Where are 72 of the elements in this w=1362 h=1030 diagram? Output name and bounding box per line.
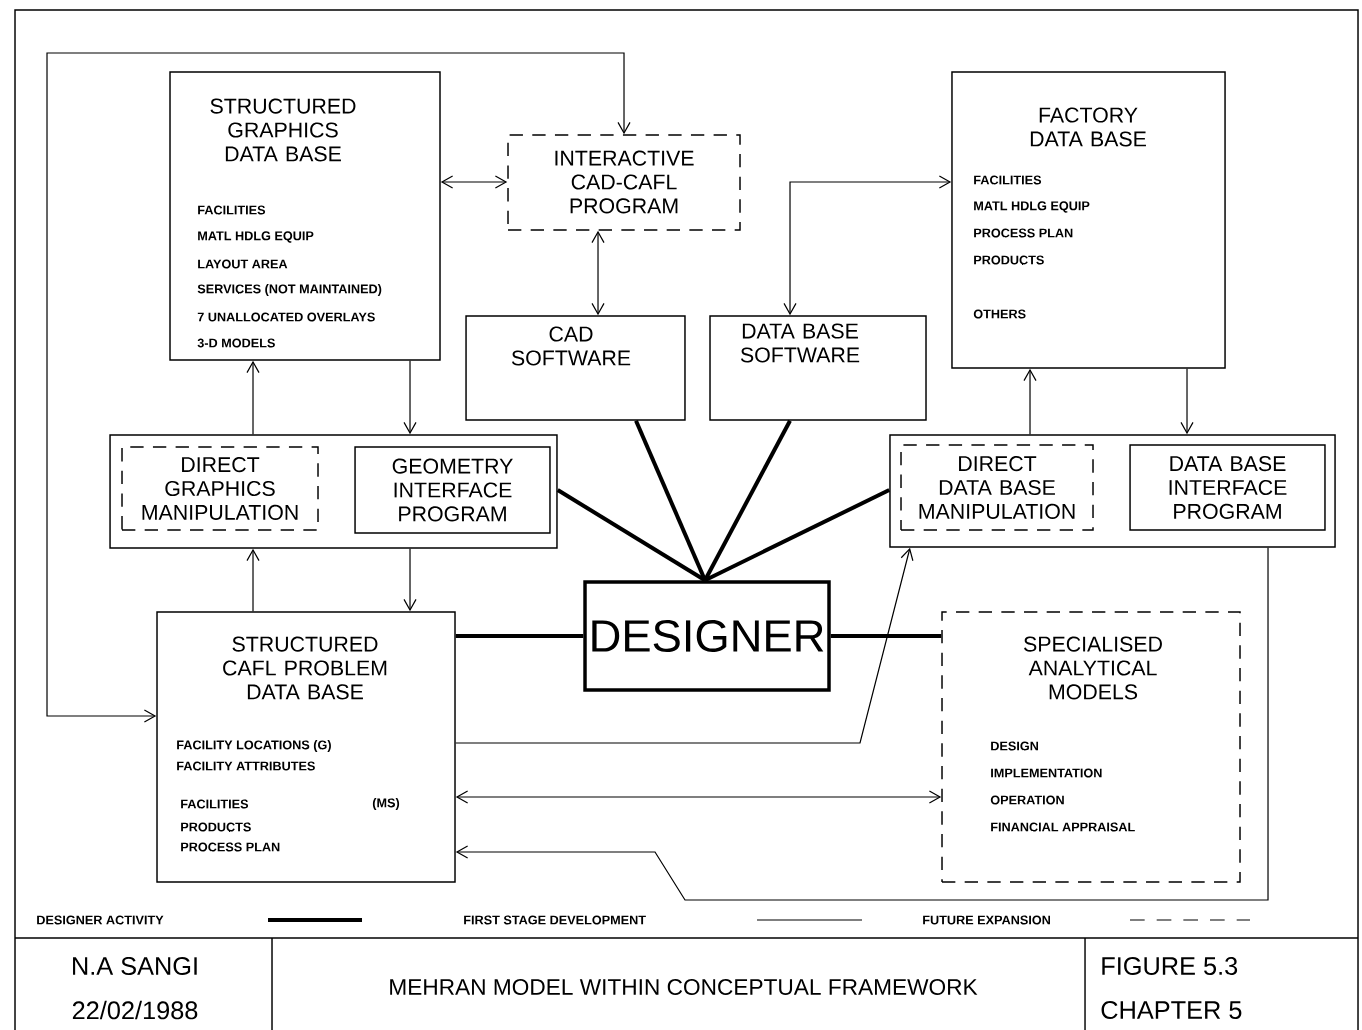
connector-line — [455, 634, 584, 638]
list-item: PROCESS PLAN — [974, 228, 1073, 238]
process-box — [709, 315, 927, 421]
arrow — [591, 230, 605, 316]
legend-item: DESIGNER ACTIVITY — [37, 915, 362, 925]
arrow — [246, 360, 260, 435]
process-box — [465, 315, 686, 421]
list-item: FACILITIES — [198, 205, 266, 215]
box-title: DIRECT DATA BASE MANIPULATION — [919, 456, 1075, 519]
list-item: MATL HDLG EQUIP — [198, 231, 314, 243]
process-box — [583, 580, 831, 692]
dashed-box — [900, 444, 1094, 531]
list-item: FACILITY LOCATIONS (G) — [177, 740, 331, 752]
arrow — [1180, 368, 1194, 435]
title-block-text: CHAPTER 5 — [1101, 1001, 1242, 1019]
group-box — [889, 434, 1336, 548]
list-item: OPERATION — [990, 795, 1064, 805]
list-item: LAYOUT AREA — [198, 259, 288, 269]
process-box — [1129, 444, 1326, 531]
process-box — [354, 446, 551, 534]
box-title: CAD SOFTWARE — [511, 326, 631, 366]
list-item: FACILITIES — [974, 175, 1042, 185]
arrow — [1023, 368, 1037, 435]
list-item: SERVICES (NOT MAINTAINED) — [197, 284, 382, 296]
arrow — [403, 548, 417, 612]
list-item: PRODUCTS — [974, 255, 1044, 265]
arrow — [455, 547, 914, 744]
box-title: FACTORY DATA BASE — [1030, 107, 1146, 147]
process-box — [169, 71, 441, 361]
connector-line — [830, 634, 942, 638]
box-title: DATA BASE SOFTWARE — [740, 323, 860, 363]
list-item: FINANCIAL APPRAISAL — [991, 822, 1135, 832]
box-title: INTERACTIVE CAD-CAFL PROGRAM — [555, 150, 694, 214]
list-item: PRODUCTS — [181, 822, 251, 832]
arrow — [440, 175, 508, 189]
legend-item: FIRST STAGE DEVELOPMENT — [464, 915, 863, 925]
legend-item: FUTURE EXPANSION — [923, 915, 1251, 925]
process-box — [951, 71, 1226, 369]
dashed-box — [941, 611, 1241, 883]
box-title: DESIGNER — [592, 619, 824, 653]
box-title: DATA BASE INTERFACE PROGRAM — [1169, 456, 1287, 519]
arrow — [455, 547, 1269, 901]
dashed-box — [121, 446, 319, 531]
list-item: FACILITY ATTRIBUTES — [177, 761, 315, 771]
list-item: IMPLEMENTATION — [991, 768, 1102, 778]
box-title: SPECIALISED ANALYTICAL MODELS — [1024, 636, 1162, 700]
process-box — [156, 611, 456, 883]
arrow — [455, 790, 942, 804]
title-block-text: N.A SANGI — [73, 957, 197, 975]
arrow — [783, 175, 952, 316]
list-item: OTHERS — [973, 309, 1026, 319]
list-item: 3-D MODELS — [197, 338, 275, 348]
arrow — [403, 360, 417, 435]
drawing-title: MEHRAN MODEL WITHIN CONCEPTUAL FRAMEWORK — [390, 978, 978, 996]
list-item: DESIGN — [991, 741, 1038, 751]
arrow — [246, 548, 260, 612]
list-item: (MS) — [372, 798, 400, 810]
arrow — [46, 52, 631, 723]
connector-line — [704, 488, 891, 583]
connector-line — [556, 488, 707, 582]
group-box — [109, 434, 558, 549]
box-title: STRUCTURED CAFL PROBLEM DATA BASE — [223, 636, 387, 700]
list-item: 7 UNALLOCATED OVERLAYS — [197, 312, 375, 322]
list-item: MATL HDLG EQUIP — [974, 201, 1090, 213]
dashed-box — [507, 134, 741, 231]
box-title: STRUCTURED GRAPHICS DATA BASE — [210, 98, 356, 162]
title-block-text: FIGURE 5.3 — [1102, 957, 1238, 975]
title-block-text: 22/02/1988 — [72, 1000, 198, 1020]
box-title: GEOMETRY INTERFACE PROGRAM — [392, 458, 513, 522]
list-item: PROCESS PLAN — [181, 842, 280, 852]
list-item: FACILITIES — [181, 799, 249, 809]
box-title: DIRECT GRAPHICS MANIPULATION — [142, 457, 298, 520]
